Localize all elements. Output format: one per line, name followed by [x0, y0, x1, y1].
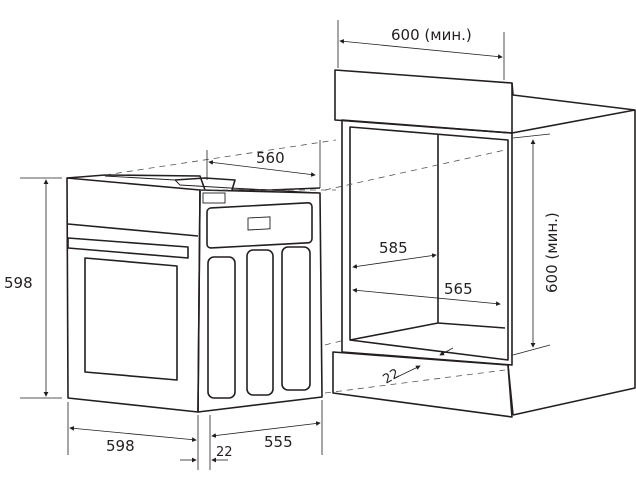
oven-front-thickness-label: 22 — [216, 445, 233, 460]
side-vent-panel — [281, 246, 311, 391]
side-label-panel — [206, 202, 313, 249]
niche-inner-width-label: 585 — [379, 239, 408, 257]
cabinet-niche — [332, 69, 636, 418]
oven-back-connector — [202, 192, 226, 204]
side-vent-panel — [207, 256, 236, 399]
niche-inner-depth-label: 565 — [444, 280, 473, 298]
cabinet-top-beam — [334, 69, 513, 134]
niche-height-label: 600 (мин.) — [543, 212, 561, 293]
projection-lines — [104, 139, 506, 394]
niche-front-offset-label: 22 — [381, 366, 403, 387]
cabinet-opening — [349, 126, 509, 361]
cabinet-front-frame — [341, 119, 513, 366]
oven-width-label: 598 — [106, 437, 135, 455]
oven-body-depth-label: 555 — [264, 433, 293, 451]
oven — [66, 174, 323, 413]
niche-width-label: 600 (мин.) — [391, 26, 472, 44]
oven-height-label: 598 — [4, 274, 33, 292]
oven-depth-top-label: 560 — [256, 149, 285, 167]
side-vent-panel — [246, 249, 274, 396]
oven-top — [66, 174, 206, 191]
control-panel-edge — [67, 223, 199, 237]
oven-door-handle — [67, 237, 189, 259]
oven-window — [84, 257, 178, 381]
oven-side — [197, 189, 323, 413]
dimension-lines — [20, 20, 551, 470]
cabinet-plinth — [332, 351, 513, 418]
